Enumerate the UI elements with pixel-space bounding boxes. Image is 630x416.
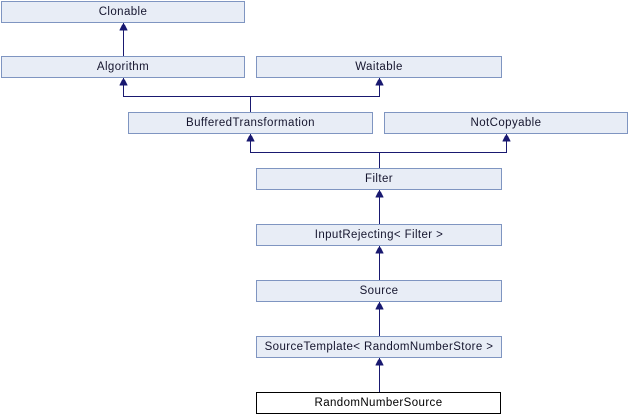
class-node-filter[interactable]: Filter: [256, 168, 502, 190]
edge-sourcetemplate-to-source: [375, 301, 384, 336]
arrowhead-up: [119, 22, 128, 31]
class-node-algorithm[interactable]: Algorithm: [1, 56, 245, 78]
class-node-sourcetemplate-randomnumberstore[interactable]: SourceTemplate< RandomNumberStore >: [256, 336, 502, 358]
edge-source-to-inputrejecting: [375, 245, 384, 280]
arrowhead-up: [375, 245, 384, 254]
arrowhead-up: [119, 77, 128, 86]
class-node-inputrejecting-filter[interactable]: InputRejecting< Filter >: [256, 224, 502, 246]
class-node-randomnumbersource-current: RandomNumberSource: [256, 392, 501, 414]
class-node-notcopyable[interactable]: NotCopyable: [384, 112, 628, 134]
edge-randomnumbersource-to-sourcetemplate: [375, 357, 384, 392]
arrowhead-up: [246, 133, 255, 142]
arrowhead-up: [375, 77, 384, 86]
edge-inputrejecting-to-filter: [375, 189, 384, 224]
arrowhead-up: [502, 133, 511, 142]
edge-filter-to-bufferedtransformation-notcopyable: [246, 133, 511, 168]
arrowhead-up: [375, 301, 384, 310]
class-node-clonable[interactable]: Clonable: [1, 1, 245, 23]
class-node-waitable[interactable]: Waitable: [256, 56, 502, 78]
class-node-bufferedtransformation[interactable]: BufferedTransformation: [128, 112, 373, 134]
class-node-source[interactable]: Source: [256, 280, 502, 302]
arrowhead-up: [375, 189, 384, 198]
edge-bufferedtransformation-to-algorithm-waitable: [119, 77, 384, 112]
arrowhead-up: [375, 357, 384, 366]
edge-algorithm-to-clonable: [119, 22, 128, 56]
